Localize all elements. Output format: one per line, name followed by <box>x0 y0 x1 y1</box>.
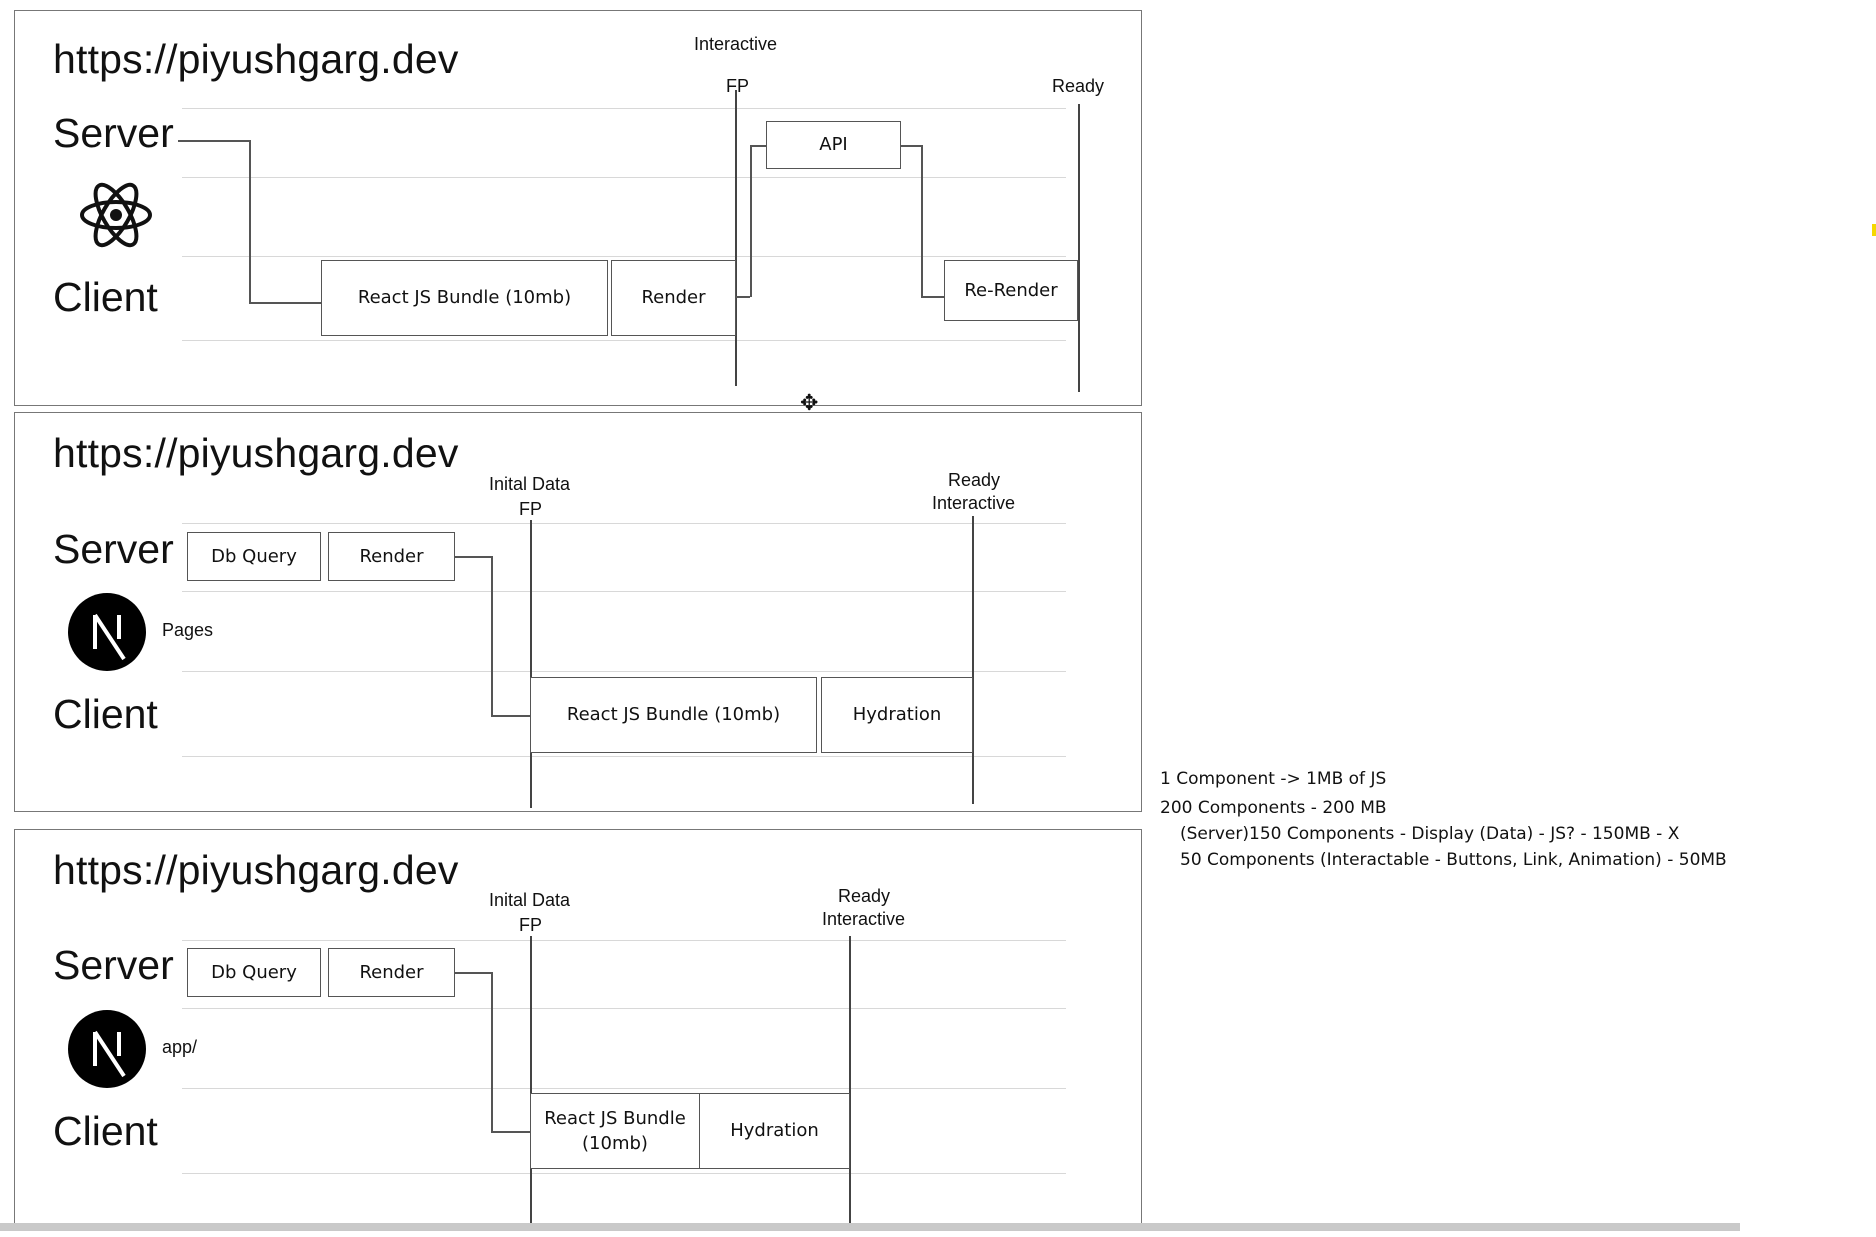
panel1-gridline <box>182 177 1066 178</box>
panel2-router-label: Pages <box>162 620 214 640</box>
panel2-connector <box>491 556 493 716</box>
move-cursor-icon: ✥ <box>800 391 819 416</box>
panel1-url: https://piyushgarg.dev <box>53 36 459 82</box>
panel3-marker-ready: Ready <box>838 886 891 906</box>
panel1-connector <box>921 145 923 296</box>
panel3-connector <box>491 972 493 1132</box>
panel1-client-label: Client <box>53 274 158 320</box>
panel1-rerender-box: Re-Render <box>944 260 1078 321</box>
nextjs-logo-icon <box>68 1010 146 1088</box>
panel3-dbquery-box: Db Query <box>187 948 321 997</box>
nextjs-logo-icon <box>68 593 146 671</box>
panel1-gridline <box>182 256 1066 257</box>
react-logo-icon <box>80 182 152 248</box>
panel1-gridline <box>182 108 1066 109</box>
panel2-gridline <box>182 756 1066 757</box>
panel1-connector <box>249 140 251 303</box>
panel1-gridline <box>182 340 1066 341</box>
panel3-hydration-box: Hydration <box>699 1093 850 1169</box>
panel2-gridline <box>182 591 1066 592</box>
panel2-connector <box>455 556 492 558</box>
panel3-marker-initial-data: Inital Data <box>489 890 571 910</box>
horizontal-scrollbar[interactable] <box>0 1223 1740 1231</box>
panel2-gridline <box>182 523 1066 524</box>
panel2-hydration-box: Hydration <box>821 677 973 753</box>
panel3-bundle-line1: React JS Bundle <box>544 1107 686 1129</box>
note-line-2: 200 Components - 200 MB <box>1160 798 1387 818</box>
panel2-bundle-box: React JS Bundle (10mb) <box>530 677 817 753</box>
panel3-marker-interactive: Interactive <box>822 909 906 929</box>
panel1-connector <box>736 296 750 298</box>
panel3-connector <box>491 1131 531 1133</box>
panel3-gridline <box>182 1088 1066 1089</box>
panel1-fp-line <box>735 90 737 386</box>
panel3-server-label: Server <box>53 942 174 988</box>
panel2-connector <box>491 715 531 717</box>
panel3-connector <box>455 972 492 974</box>
panel1-connector <box>249 302 321 304</box>
panel1-connector <box>750 145 766 147</box>
panel1-server-label: Server <box>53 110 174 156</box>
panel2-dbquery-box: Db Query <box>187 532 321 581</box>
panel3-bundle-box: React JS Bundle (10mb) <box>530 1093 700 1169</box>
note-line-4: 50 Components (Interactable - Buttons, L… <box>1180 850 1727 870</box>
panel2-marker-ready: Ready <box>948 470 1001 490</box>
panel2-marker-initial-data: Inital Data <box>489 474 571 494</box>
panel2-client-label: Client <box>53 691 158 737</box>
panel3-bundle-line2: (10mb) <box>582 1133 648 1154</box>
panel1-api-box: API <box>766 121 901 169</box>
panel3-router-label: app/ <box>162 1037 198 1057</box>
panel3-render-box: Render <box>328 948 455 997</box>
note-line-1: 1 Component -> 1MB of JS <box>1160 769 1387 789</box>
note-line-3: (Server)150 Components - Display (Data) … <box>1180 824 1680 844</box>
panel3-fp-line <box>530 936 532 1224</box>
panel2-url: https://piyushgarg.dev <box>53 430 459 476</box>
panel2-server-label: Server <box>53 526 174 572</box>
panel1-marker-interactive: Interactive <box>694 34 778 54</box>
panel1-marker-fp: FP <box>726 76 750 96</box>
cursor-marker <box>1872 224 1876 236</box>
panel3-url: https://piyushgarg.dev <box>53 847 459 893</box>
panel2-fp-line <box>530 520 532 808</box>
panel3-ready-line <box>849 936 851 1224</box>
panel1-ready-line <box>1078 104 1080 392</box>
panel1-connector <box>921 296 944 298</box>
panel1-connector <box>750 145 752 297</box>
panel3-marker-fp: FP <box>519 915 543 935</box>
panel3-gridline <box>182 1173 1066 1174</box>
panel2-marker-interactive: Interactive <box>932 493 1016 513</box>
panel2-render-box: Render <box>328 532 455 581</box>
panel1-bundle-box: React JS Bundle (10mb) <box>321 260 608 336</box>
panel2-ready-line <box>972 516 974 804</box>
panel2-gridline <box>182 671 1066 672</box>
panel1-render-box: Render <box>611 260 736 336</box>
panel3-gridline <box>182 940 1066 941</box>
panel1-connector <box>901 145 922 147</box>
panel2-marker-fp: FP <box>519 499 543 519</box>
panel3-gridline <box>182 1008 1066 1009</box>
panel3-client-label: Client <box>53 1108 158 1154</box>
panel1-connector <box>178 140 250 142</box>
panel1-marker-ready: Ready <box>1052 76 1105 96</box>
